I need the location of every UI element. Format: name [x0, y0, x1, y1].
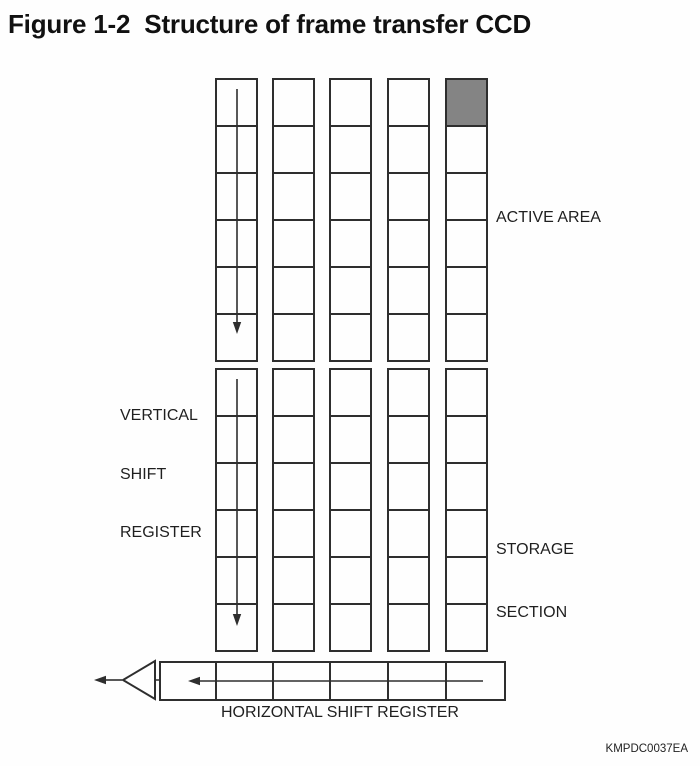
storage-section-label: STORAGE SECTION [496, 497, 574, 665]
storage-section-down-arrow-icon [232, 614, 242, 626]
document-code: KMPDC0037EA [605, 743, 688, 755]
charge-packet-cell [445, 78, 488, 127]
vertical-shift-register-label-line: SHIFT [120, 465, 167, 483]
vertical-shift-register-label-line: REGISTER [120, 524, 202, 541]
vertical-shift-register-label-line: VERTICAL [120, 407, 198, 424]
vertical-shift-register-label: VERTICAL SHIFT REGISTER [120, 367, 202, 582]
storage-section-label-line: STORAGE [496, 541, 574, 558]
horizontal-shift-register-box [159, 661, 506, 701]
horizontal-shift-register-label: HORIZONTAL SHIFT REGISTER [221, 704, 459, 721]
figure-title: Figure 1-2 Structure of frame transfer C… [8, 9, 532, 39]
storage-section-label-line: SECTION [496, 604, 568, 621]
horizontal-register-left-arrow-icon [188, 676, 200, 686]
amplifier-triangle-icon [121, 659, 156, 701]
amplifier-output-left-arrow-icon [94, 675, 106, 685]
active-area-label: ACTIVE AREA [496, 209, 601, 226]
active-area-down-arrow-icon [232, 322, 242, 334]
